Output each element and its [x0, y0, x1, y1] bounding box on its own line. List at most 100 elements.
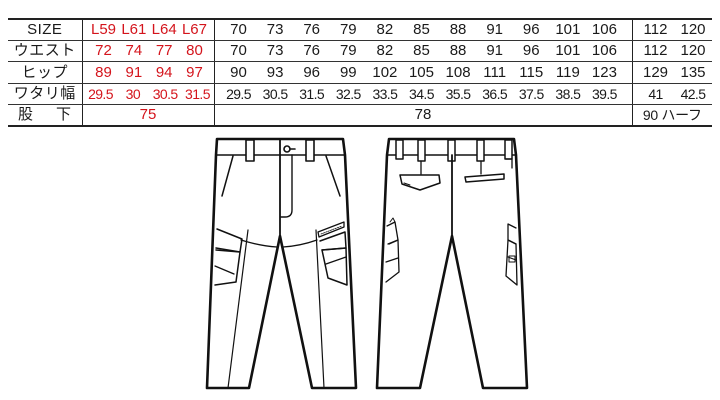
cell: 112 [643, 21, 668, 38]
cell: 29.5 [226, 85, 251, 102]
cell: 135 [680, 63, 706, 81]
cell: 115 [519, 63, 544, 81]
cell: 99 [339, 63, 357, 81]
cell: 96 [303, 63, 321, 81]
cell: 72 [95, 42, 112, 60]
table-row-waist: ウエスト 72 74 77 80 70 73 76 79 82 85 88 [8, 40, 712, 63]
row-label-inseam: 股 下 [8, 105, 82, 127]
small-size-inseam: 75 [81, 104, 214, 127]
cell: 41 [648, 85, 663, 102]
cell: 77 [155, 42, 173, 60]
size-chart-table: SIZE L59 L61 L64 L67 70 73 76 79 82 85 8… [8, 18, 712, 128]
large-size-inseam: 90 ハーフ [631, 104, 712, 127]
regular-size-group: 70 73 76 79 82 85 88 91 96 101 106 [213, 19, 632, 41]
regular-size-inseam: 78 [213, 104, 632, 127]
cell: 91 [486, 42, 503, 60]
cell: 76 [303, 21, 321, 38]
cell: 120 [680, 21, 706, 38]
cell: 88 [449, 21, 467, 38]
cell: 39.5 [592, 85, 617, 102]
cell: 32.5 [335, 85, 361, 102]
cell: 90 [230, 63, 247, 81]
cell: 85 [413, 21, 430, 38]
cell: 91 [125, 63, 143, 81]
cell: 79 [339, 21, 357, 38]
cell: 79 [339, 42, 357, 60]
row-label-hip: ヒップ [8, 61, 82, 84]
small-size-group: 89 91 94 97 [81, 61, 214, 84]
cell: 70 [230, 21, 247, 38]
cell: 97 [186, 63, 203, 81]
cell: 93 [266, 63, 284, 81]
pants-back-illustration [370, 128, 540, 398]
cell: 108 [445, 63, 471, 81]
regular-size-group: 90 93 96 99 102 105 108 111 115 119 123 [213, 61, 632, 84]
cell: 36.5 [482, 85, 508, 102]
small-size-group: L59 L61 L64 L67 [81, 19, 214, 41]
cell: L67 [181, 21, 207, 38]
cell: 38.5 [555, 85, 581, 102]
table-row-hip: ヒップ 89 91 94 97 90 93 96 99 102 105 108 [8, 61, 712, 84]
cell: 101 [555, 42, 581, 60]
cell: 94 [155, 63, 173, 81]
cell: 42.5 [680, 85, 706, 102]
regular-size-group: 70 73 76 79 82 85 88 91 96 101 106 [213, 40, 632, 63]
cell: 30 [125, 85, 141, 102]
cell: 70 [230, 42, 247, 60]
cell: 112 [643, 42, 668, 60]
cell: 90 ハーフ [642, 107, 702, 124]
cell: 82 [376, 21, 394, 38]
large-size-group: 112 120 [631, 40, 712, 63]
cell: 120 [680, 42, 706, 60]
cell: 123 [591, 63, 617, 81]
cell: 105 [408, 63, 434, 81]
small-size-group: 29.5 30 30.5 31.5 [81, 83, 214, 106]
cell: 85 [413, 42, 430, 60]
cell: 129 [642, 63, 669, 81]
cell: 82 [376, 42, 394, 60]
cell: 89 [95, 63, 112, 81]
cell: 106 [591, 21, 617, 38]
table-row-thigh-width: ワタリ幅 29.5 30 30.5 31.5 29.5 30.5 31.5 32… [8, 83, 712, 106]
cell: 91 [486, 21, 503, 38]
cell: 76 [303, 42, 321, 60]
cell: L59 [90, 21, 117, 38]
cell: 73 [266, 21, 284, 38]
cell: 111 [483, 63, 507, 81]
large-size-group: 112 120 [631, 19, 712, 41]
cell: 33.5 [372, 85, 398, 102]
small-size-group: 72 74 77 80 [81, 40, 214, 63]
cell: 34.5 [409, 85, 434, 102]
pants-front-illustration [200, 128, 370, 398]
row-label-waist: ウエスト [8, 40, 82, 63]
cell: 96 [522, 42, 540, 60]
cell: 73 [266, 42, 284, 60]
cell: 75 [139, 106, 157, 124]
cell: 30.5 [152, 85, 178, 102]
cell: L64 [151, 21, 177, 38]
cell: 101 [555, 21, 581, 38]
cell: 96 [522, 21, 540, 38]
cell: 74 [125, 42, 143, 60]
cell: 31.5 [185, 85, 210, 102]
table-row-inseam: 股 下 75 78 90 ハーフ [8, 104, 712, 127]
row-label-thigh-width: ワタリ幅 [8, 83, 82, 106]
regular-size-group: 29.5 30.5 31.5 32.5 33.5 34.5 35.5 36.5 … [213, 83, 632, 106]
cell: 88 [449, 42, 467, 60]
cell: 80 [186, 42, 203, 60]
cell: 106 [591, 42, 617, 60]
inseam-label-right: 下 [55, 106, 72, 124]
large-size-group: 41 42.5 [631, 83, 712, 106]
cell: 78 [414, 106, 432, 124]
cell: L61 [121, 21, 147, 38]
large-size-group: 129 135 [631, 61, 712, 84]
inseam-label-left: 股 [18, 106, 34, 124]
cell: 37.5 [518, 85, 544, 102]
table-row-size: SIZE L59 L61 L64 L67 70 73 76 79 82 85 8… [8, 19, 712, 41]
cell: 31.5 [299, 85, 325, 102]
cell: 35.5 [445, 85, 471, 102]
cell: 119 [555, 63, 580, 81]
row-label-size: SIZE [8, 19, 82, 41]
cell: 29.5 [88, 85, 113, 102]
cell: 102 [372, 63, 398, 81]
